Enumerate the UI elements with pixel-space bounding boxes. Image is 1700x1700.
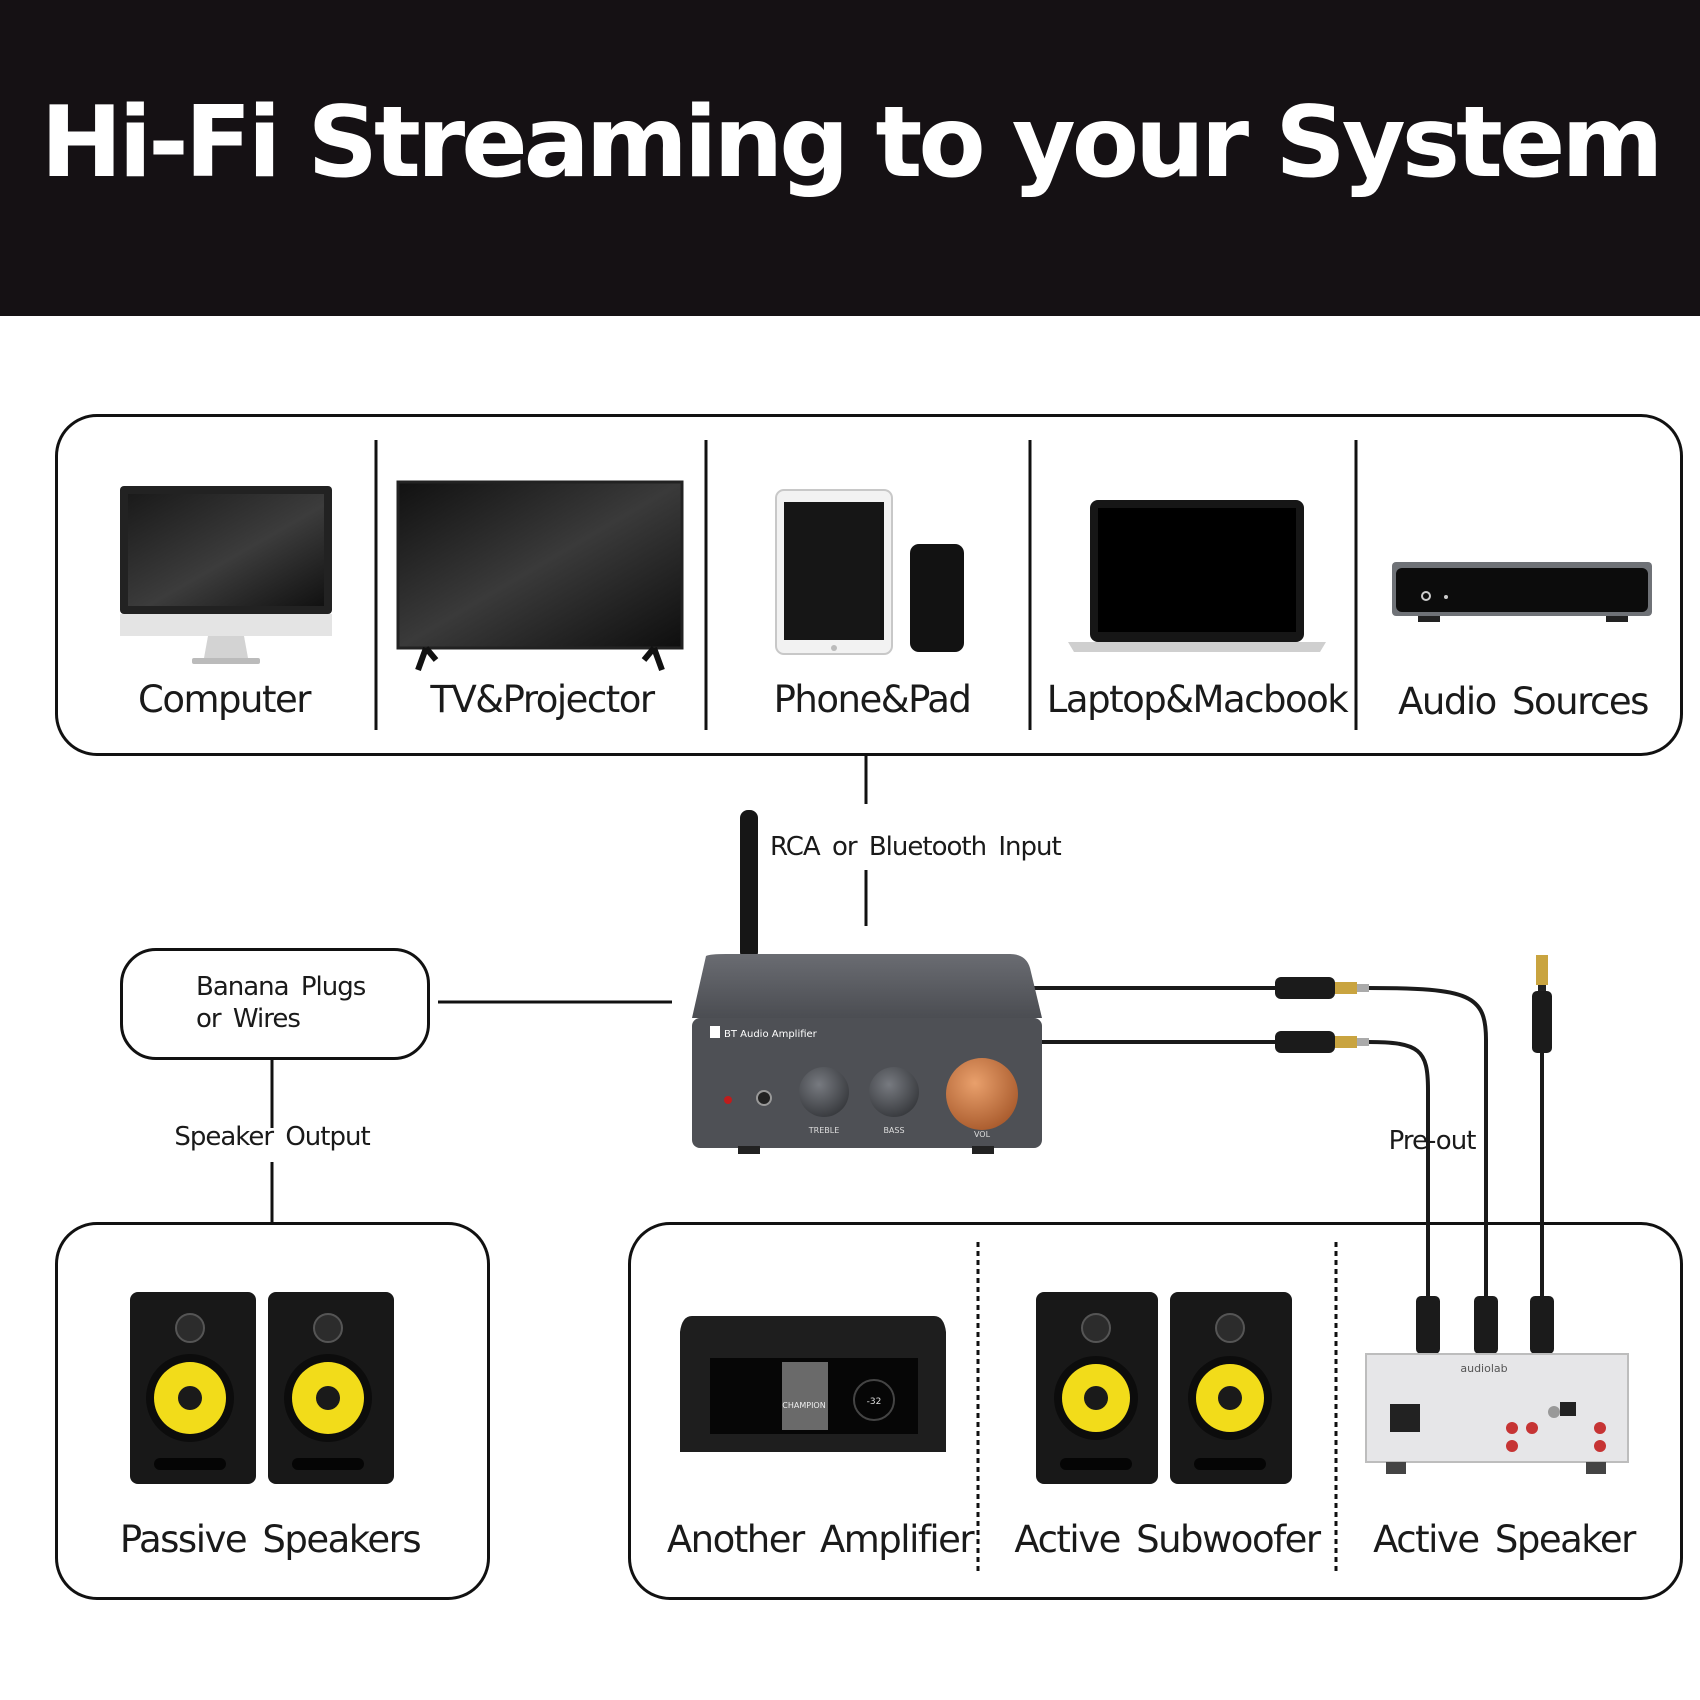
amp-brand: BT Audio Amplifier [724,1029,818,1040]
output-label-active: Active Speaker [1373,1518,1636,1561]
another-amplifier-icon: CHAMPION -32 [680,1316,946,1452]
power-led [724,1096,732,1104]
audiolab-text: audiolab [1460,1362,1507,1375]
plug-end [1474,1296,1498,1354]
source-label-tv: TV&Projector [430,678,655,721]
speaker-left [130,1292,256,1484]
output-label-subwoofer: Active Subwoofer [1014,1518,1321,1561]
audio-source-icon [1392,562,1652,622]
output-label-passive: Passive Speakers [119,1518,422,1561]
vol-label: VOL [974,1130,991,1139]
treble-knob [799,1067,849,1117]
rca-plug-bottom [1275,1031,1369,1053]
output-label-another: Another Amplifier [666,1518,975,1561]
rca-cable-1-run [1367,986,1488,1296]
preout-label: Pre-out [1388,1126,1477,1156]
bass-knob [869,1067,919,1117]
laptop-icon [1068,500,1326,652]
passive-speakers-icon [130,1292,394,1484]
rca-cable-2-run [1367,1040,1430,1296]
source-label-laptop: Laptop&Macbook [1046,678,1349,721]
source-label-audio: Audio Sources [1398,680,1649,723]
treble-label: TREBLE [808,1126,840,1135]
tv-icon [396,480,684,672]
speaker-output-label: Speaker Output [174,1122,370,1152]
speaker-right [268,1292,394,1484]
antenna [740,810,758,960]
power-button [756,1090,772,1106]
banana-box [120,948,430,1060]
banana-label-line1: Banana Plugs [196,972,366,1002]
aux-plug [1532,955,1552,1053]
volume-knob [946,1058,1018,1130]
champion-text: CHAMPION [782,1401,825,1410]
plug-end [1530,1296,1554,1354]
plug-end [1416,1296,1440,1354]
header-banner [0,0,1700,316]
computer-icon [120,486,332,664]
bass-label: BASS [883,1126,904,1135]
bt-amplifier: BT Audio Amplifier TREBLE BASS VOL [692,810,1042,1154]
phone-pad-icon [775,489,964,655]
page-title: Hi-Fi Streaming to your System [40,86,1664,200]
active-speaker-icon: audiolab [1365,1353,1629,1474]
source-label-phone: Phone&Pad [773,678,972,721]
banana-label-line2: or Wires [196,1004,301,1034]
source-label-computer: Computer [138,678,311,721]
active-subwoofer-icon [1036,1292,1292,1484]
input-label: RCA or Bluetooth Input [770,832,1062,862]
amp-top [692,954,1042,1018]
volume-readout: -32 [867,1397,882,1407]
rca-plug-top [1275,977,1369,999]
